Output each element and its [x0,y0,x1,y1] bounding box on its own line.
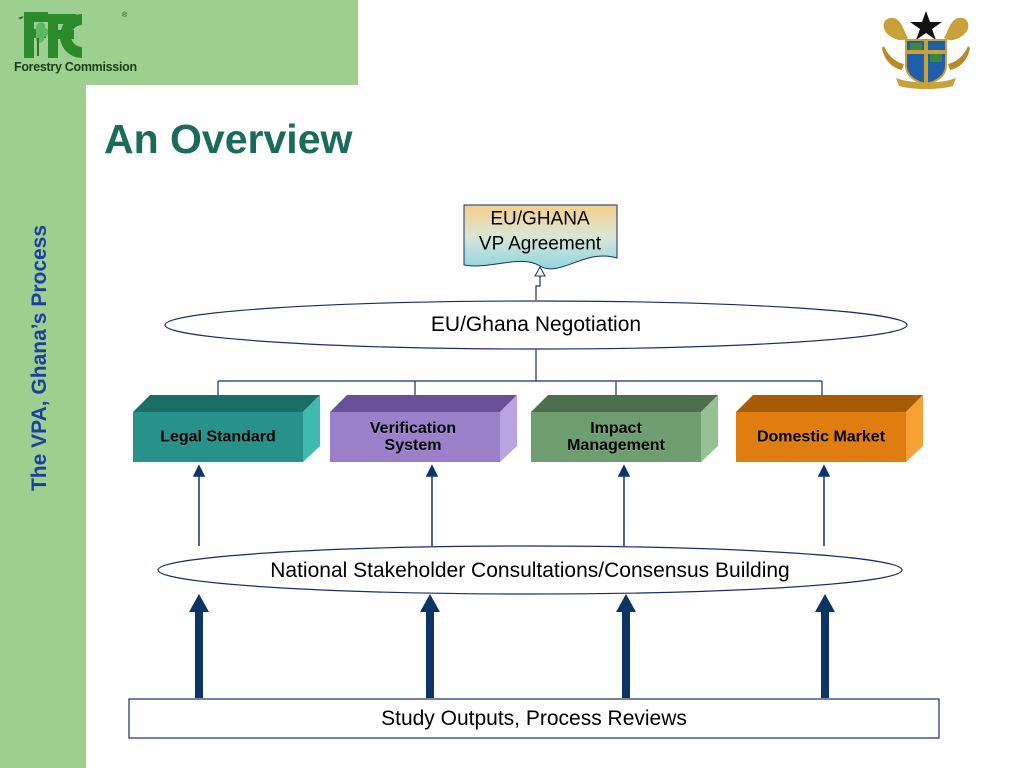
ghana-coat-of-arms [882,11,970,89]
negotiation-label: EU/Ghana Negotiation [430,313,642,336]
box-verification-system [330,395,517,462]
thick-arrows [189,594,835,698]
verification-system-label: Verification System [369,420,457,454]
agreement-line-1: EU/GHANA [490,208,590,230]
arrowhead-to-agreement [534,265,546,277]
sidebar-band [0,0,86,768]
legal-standard-label: Legal Standard [160,428,276,446]
trademark-mark: ® [122,11,128,19]
domestic-market-label: Domestic Market [756,428,886,446]
agreement-label: EU/GHANA VP Agreement [479,207,601,256]
impact-management-label: Impact Management [567,420,665,454]
agreement-document-shape [463,204,618,270]
outputs-label: Study Outputs, Process Reviews [381,707,687,730]
box-domestic-market [736,395,923,462]
outputs-box [128,698,940,739]
logo-text: Forestry Commission [14,60,137,74]
consultations-label: National Stakeholder Consultations/Conse… [270,559,790,582]
forestry-commission-logo: ® [18,11,128,58]
agreement-line-2: VP Agreement [478,233,602,254]
thin-arrows [192,464,831,546]
consultations-ellipse [157,545,903,595]
box-impact-management [531,395,718,462]
slide-title: An Overview [104,116,353,162]
box-legal-standard [133,395,320,462]
connector-to-agreement [535,272,541,300]
